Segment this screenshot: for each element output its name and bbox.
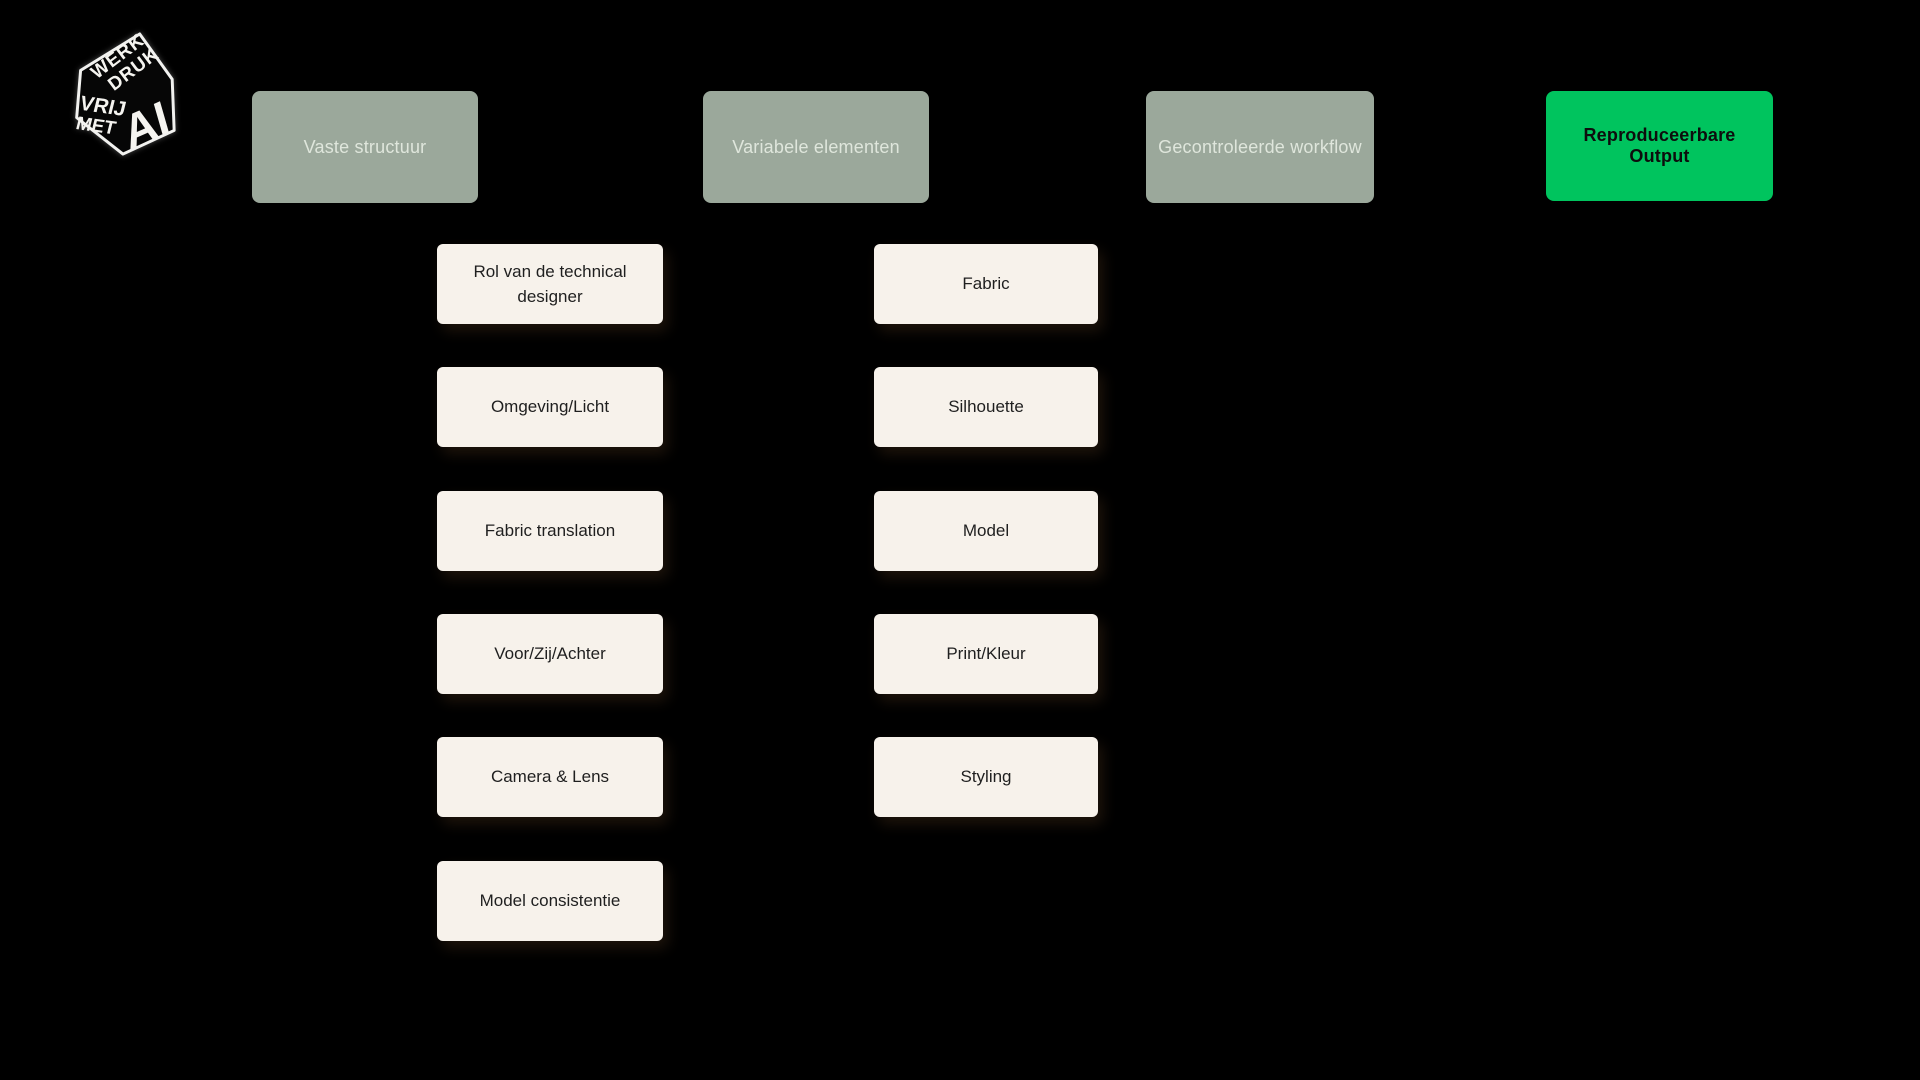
card-camera-lens[interactable]: Camera & Lens bbox=[437, 737, 663, 817]
card-label: Fabric bbox=[962, 274, 1010, 294]
card-label: Model bbox=[962, 521, 1010, 541]
card-label: Rol van de technical designer bbox=[473, 261, 627, 307]
werkdrukvrij-logo: WERK DRUK VRIJ MET AI bbox=[74, 29, 176, 159]
logo-cube-shape bbox=[75, 32, 176, 156]
logo-text-met: MET bbox=[74, 112, 119, 138]
card-rol-van-de-technical-designer[interactable]: Rol van de technical designer bbox=[437, 244, 663, 324]
header-label: Reproduceerbare Output bbox=[1583, 125, 1736, 166]
header-node-vaste-structuur[interactable]: Vaste structuur bbox=[252, 91, 478, 203]
header-label: Vaste structuur bbox=[303, 136, 427, 157]
card-fabric[interactable]: Fabric bbox=[874, 244, 1098, 324]
card-print-kleur[interactable]: Print/Kleur bbox=[874, 614, 1098, 694]
card-label: Styling bbox=[960, 767, 1012, 787]
card-fabric-translation[interactable]: Fabric translation bbox=[437, 491, 663, 571]
card-omgeving-licht[interactable]: Omgeving/Licht bbox=[437, 367, 663, 447]
card-label: Omgeving/Licht bbox=[490, 397, 610, 417]
card-model[interactable]: Model bbox=[874, 491, 1098, 571]
card-silhouette[interactable]: Silhouette bbox=[874, 367, 1098, 447]
card-voor-zij-achter[interactable]: Voor/Zij/Achter bbox=[437, 614, 663, 694]
card-label: Camera & Lens bbox=[490, 767, 610, 787]
header-node-variabele-elementen[interactable]: Variabele elementen bbox=[703, 91, 929, 203]
header-label: Gecontroleerde workflow bbox=[1158, 136, 1362, 157]
card-label: Silhouette bbox=[948, 397, 1024, 417]
card-styling[interactable]: Styling bbox=[874, 737, 1098, 817]
header-node-reproduceerbare-output[interactable]: Reproduceerbare Output bbox=[1546, 91, 1773, 201]
card-label: Model consistentie bbox=[479, 891, 621, 911]
card-label: Fabric translation bbox=[484, 521, 616, 541]
card-label: Print/Kleur bbox=[946, 644, 1026, 664]
header-label: Variabele elementen bbox=[732, 136, 900, 157]
card-model-consistentie[interactable]: Model consistentie bbox=[437, 861, 663, 941]
card-label: Voor/Zij/Achter bbox=[494, 644, 606, 664]
header-node-gecontroleerde-workflow[interactable]: Gecontroleerde workflow bbox=[1146, 91, 1374, 203]
